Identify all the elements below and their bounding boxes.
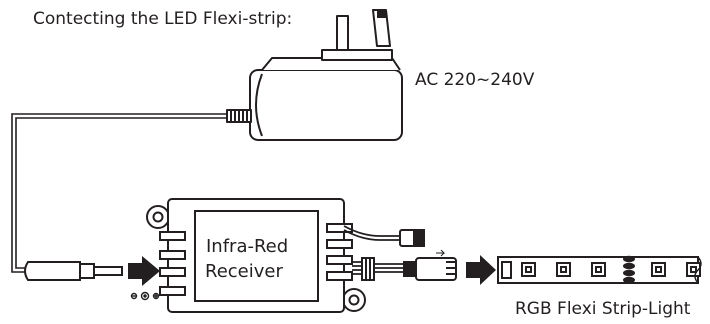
polarity-symbol-icon	[130, 291, 160, 301]
rgb-flexi-strip	[497, 256, 701, 284]
input-arrow	[128, 256, 160, 286]
power-cable	[11, 113, 227, 273]
ir-sensor-lead	[343, 225, 400, 241]
strip-label: RGB Flexi Strip-Light	[515, 299, 691, 319]
receiver-label-line2: Receiver	[205, 261, 283, 282]
ir-sensor-head	[399, 229, 425, 247]
adapter-voltage-label: AC 220~240V	[415, 70, 535, 90]
rgb-connector	[361, 249, 457, 281]
power-adapter	[226, 9, 403, 141]
dc-plug	[24, 261, 123, 281]
strip-arrow	[466, 255, 496, 285]
receiver-label-line1: Infra-Red	[206, 236, 289, 257]
diagram-title: Contecting the LED Flexi-strip:	[33, 9, 293, 29]
rgb-output-lead	[352, 261, 404, 275]
infra-red-receiver	[146, 198, 366, 313]
strip-continuation	[694, 256, 702, 284]
cut-line-contacts	[623, 255, 635, 284]
